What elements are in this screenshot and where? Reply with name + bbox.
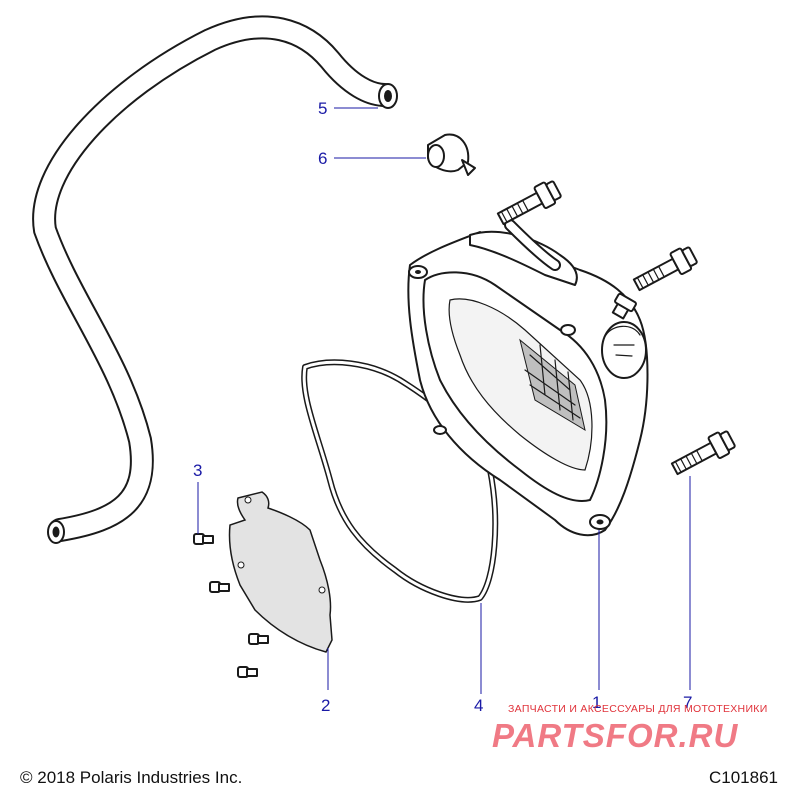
callout-2: 2 (321, 696, 330, 715)
callout-labels: 5 6 3 2 4 1 7 (193, 99, 692, 715)
breather-hose-icon (32, 15, 398, 544)
figure-id: C101861 (708, 768, 778, 787)
cover-plate-icon (228, 491, 333, 653)
leader-lines (197, 107, 691, 694)
callout-7: 7 (683, 693, 692, 712)
valve-cover-icon (407, 219, 649, 537)
gasket-icon (301, 359, 499, 603)
copyright-notice: © 2018 Polaris Industries Inc. (20, 768, 243, 787)
screw-icon (193, 533, 269, 678)
callout-4: 4 (474, 696, 483, 715)
callout-6: 6 (318, 149, 327, 168)
hose-clamp-icon (427, 133, 476, 176)
watermark-tagline: ЗАПЧАСТИ И АКСЕССУАРЫ ДЛЯ МОТОТЕХНИКИ (508, 703, 768, 715)
callout-5: 5 (318, 99, 327, 118)
watermark-brand: PARTSFOR.RU (492, 717, 739, 754)
callout-3: 3 (193, 461, 202, 480)
callout-1: 1 (592, 693, 601, 712)
bolt-icon (496, 180, 736, 476)
